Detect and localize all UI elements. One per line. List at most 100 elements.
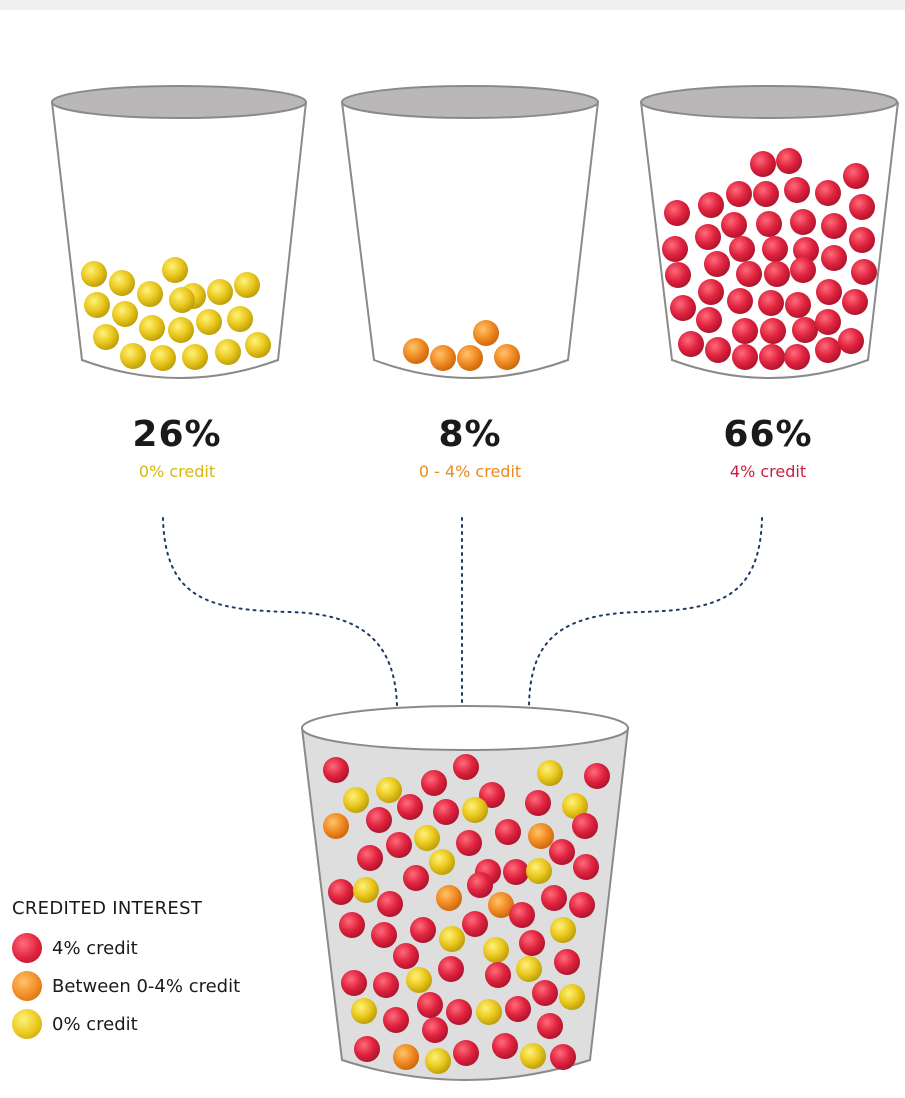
red-ball xyxy=(849,227,875,253)
yellow-ball xyxy=(559,984,585,1010)
red-ball xyxy=(784,344,810,370)
orange-ball xyxy=(473,320,499,346)
yellow-ball xyxy=(245,332,271,358)
yellow-ball xyxy=(196,309,222,335)
red-ball xyxy=(695,224,721,250)
red-ball xyxy=(729,236,755,262)
red-ball xyxy=(393,943,419,969)
red-ball xyxy=(662,236,688,262)
yellow-ball xyxy=(526,858,552,884)
combined-bucket-rim xyxy=(301,705,629,751)
yellow-ball xyxy=(162,257,188,283)
red-ball xyxy=(759,344,785,370)
yellow-ball xyxy=(168,317,194,343)
yellow-ball xyxy=(109,270,135,296)
red-ball xyxy=(815,309,841,335)
yellow-ball xyxy=(169,287,195,313)
yellow-ball xyxy=(516,956,542,982)
bucket-label-4-credit: 4% credit xyxy=(729,462,807,481)
red-ball xyxy=(764,261,790,287)
orange-ball xyxy=(393,1044,419,1070)
red-ball xyxy=(842,289,868,315)
yellow-ball-icon xyxy=(12,1009,42,1039)
yellow-ball xyxy=(462,797,488,823)
red-ball xyxy=(821,245,847,271)
red-ball xyxy=(519,930,545,956)
bucket-0-4-credit xyxy=(341,85,599,379)
red-ball xyxy=(537,1013,563,1039)
red-ball xyxy=(532,980,558,1006)
red-ball xyxy=(410,917,436,943)
yellow-ball xyxy=(120,343,146,369)
red-ball xyxy=(456,830,482,856)
red-ball xyxy=(816,279,842,305)
bucket-0-credit xyxy=(51,85,307,379)
legend-label-yellow: 0% credit xyxy=(52,1013,138,1035)
yellow-ball xyxy=(537,760,563,786)
yellow-ball xyxy=(439,926,465,952)
orange-ball xyxy=(430,345,456,371)
red-ball xyxy=(525,790,551,816)
red-ball xyxy=(354,1036,380,1062)
bucket-0-credit-balls xyxy=(81,257,271,371)
red-ball xyxy=(573,854,599,880)
red-ball xyxy=(479,782,505,808)
red-ball xyxy=(815,337,841,363)
red-ball xyxy=(371,922,397,948)
red-ball xyxy=(323,757,349,783)
yellow-ball xyxy=(234,272,260,298)
bucket-0-credit-rim xyxy=(51,85,307,119)
red-ball xyxy=(383,1007,409,1033)
red-ball-icon xyxy=(12,933,42,963)
red-ball xyxy=(678,331,704,357)
red-ball xyxy=(726,181,752,207)
red-ball xyxy=(495,819,521,845)
red-ball xyxy=(467,872,493,898)
red-ball xyxy=(838,328,864,354)
orange-ball xyxy=(323,813,349,839)
yellow-ball xyxy=(376,777,402,803)
red-ball xyxy=(792,317,818,343)
red-ball xyxy=(721,212,747,238)
red-ball xyxy=(421,770,447,796)
red-ball xyxy=(377,891,403,917)
orange-ball xyxy=(528,823,554,849)
red-ball xyxy=(569,892,595,918)
bucket-percent-4-credit: 66% xyxy=(723,414,813,455)
red-ball xyxy=(762,236,788,262)
red-ball xyxy=(790,257,816,283)
red-ball xyxy=(665,262,691,288)
yellow-ball xyxy=(215,339,241,365)
orange-ball xyxy=(488,892,514,918)
orange-ball xyxy=(457,345,483,371)
red-ball xyxy=(670,295,696,321)
red-ball xyxy=(793,237,819,263)
bucket-label-0-credit: 0% credit xyxy=(138,462,216,481)
red-ball xyxy=(485,962,511,988)
red-ball xyxy=(821,213,847,239)
red-ball xyxy=(815,180,841,206)
yellow-ball xyxy=(425,1048,451,1074)
orange-ball xyxy=(403,338,429,364)
red-ball xyxy=(341,970,367,996)
red-ball xyxy=(584,763,610,789)
red-ball xyxy=(462,911,488,937)
red-ball xyxy=(750,151,776,177)
red-ball xyxy=(492,1033,518,1059)
red-ball xyxy=(541,885,567,911)
red-ball xyxy=(698,279,724,305)
bucket-label-0-4-credit: 0 - 4% credit xyxy=(418,462,522,481)
flow-arrows xyxy=(162,517,763,730)
yellow-ball xyxy=(227,306,253,332)
legend-label-red: 4% credit xyxy=(52,937,138,959)
red-ball xyxy=(397,794,423,820)
bucket-0-4-credit-rim xyxy=(341,85,599,119)
bucket-percent-0-credit: 26% xyxy=(132,414,222,455)
red-ball xyxy=(438,956,464,982)
yellow-ball xyxy=(476,999,502,1025)
yellow-ball xyxy=(550,917,576,943)
red-ball xyxy=(453,754,479,780)
red-ball xyxy=(550,1044,576,1070)
red-ball xyxy=(505,996,531,1022)
